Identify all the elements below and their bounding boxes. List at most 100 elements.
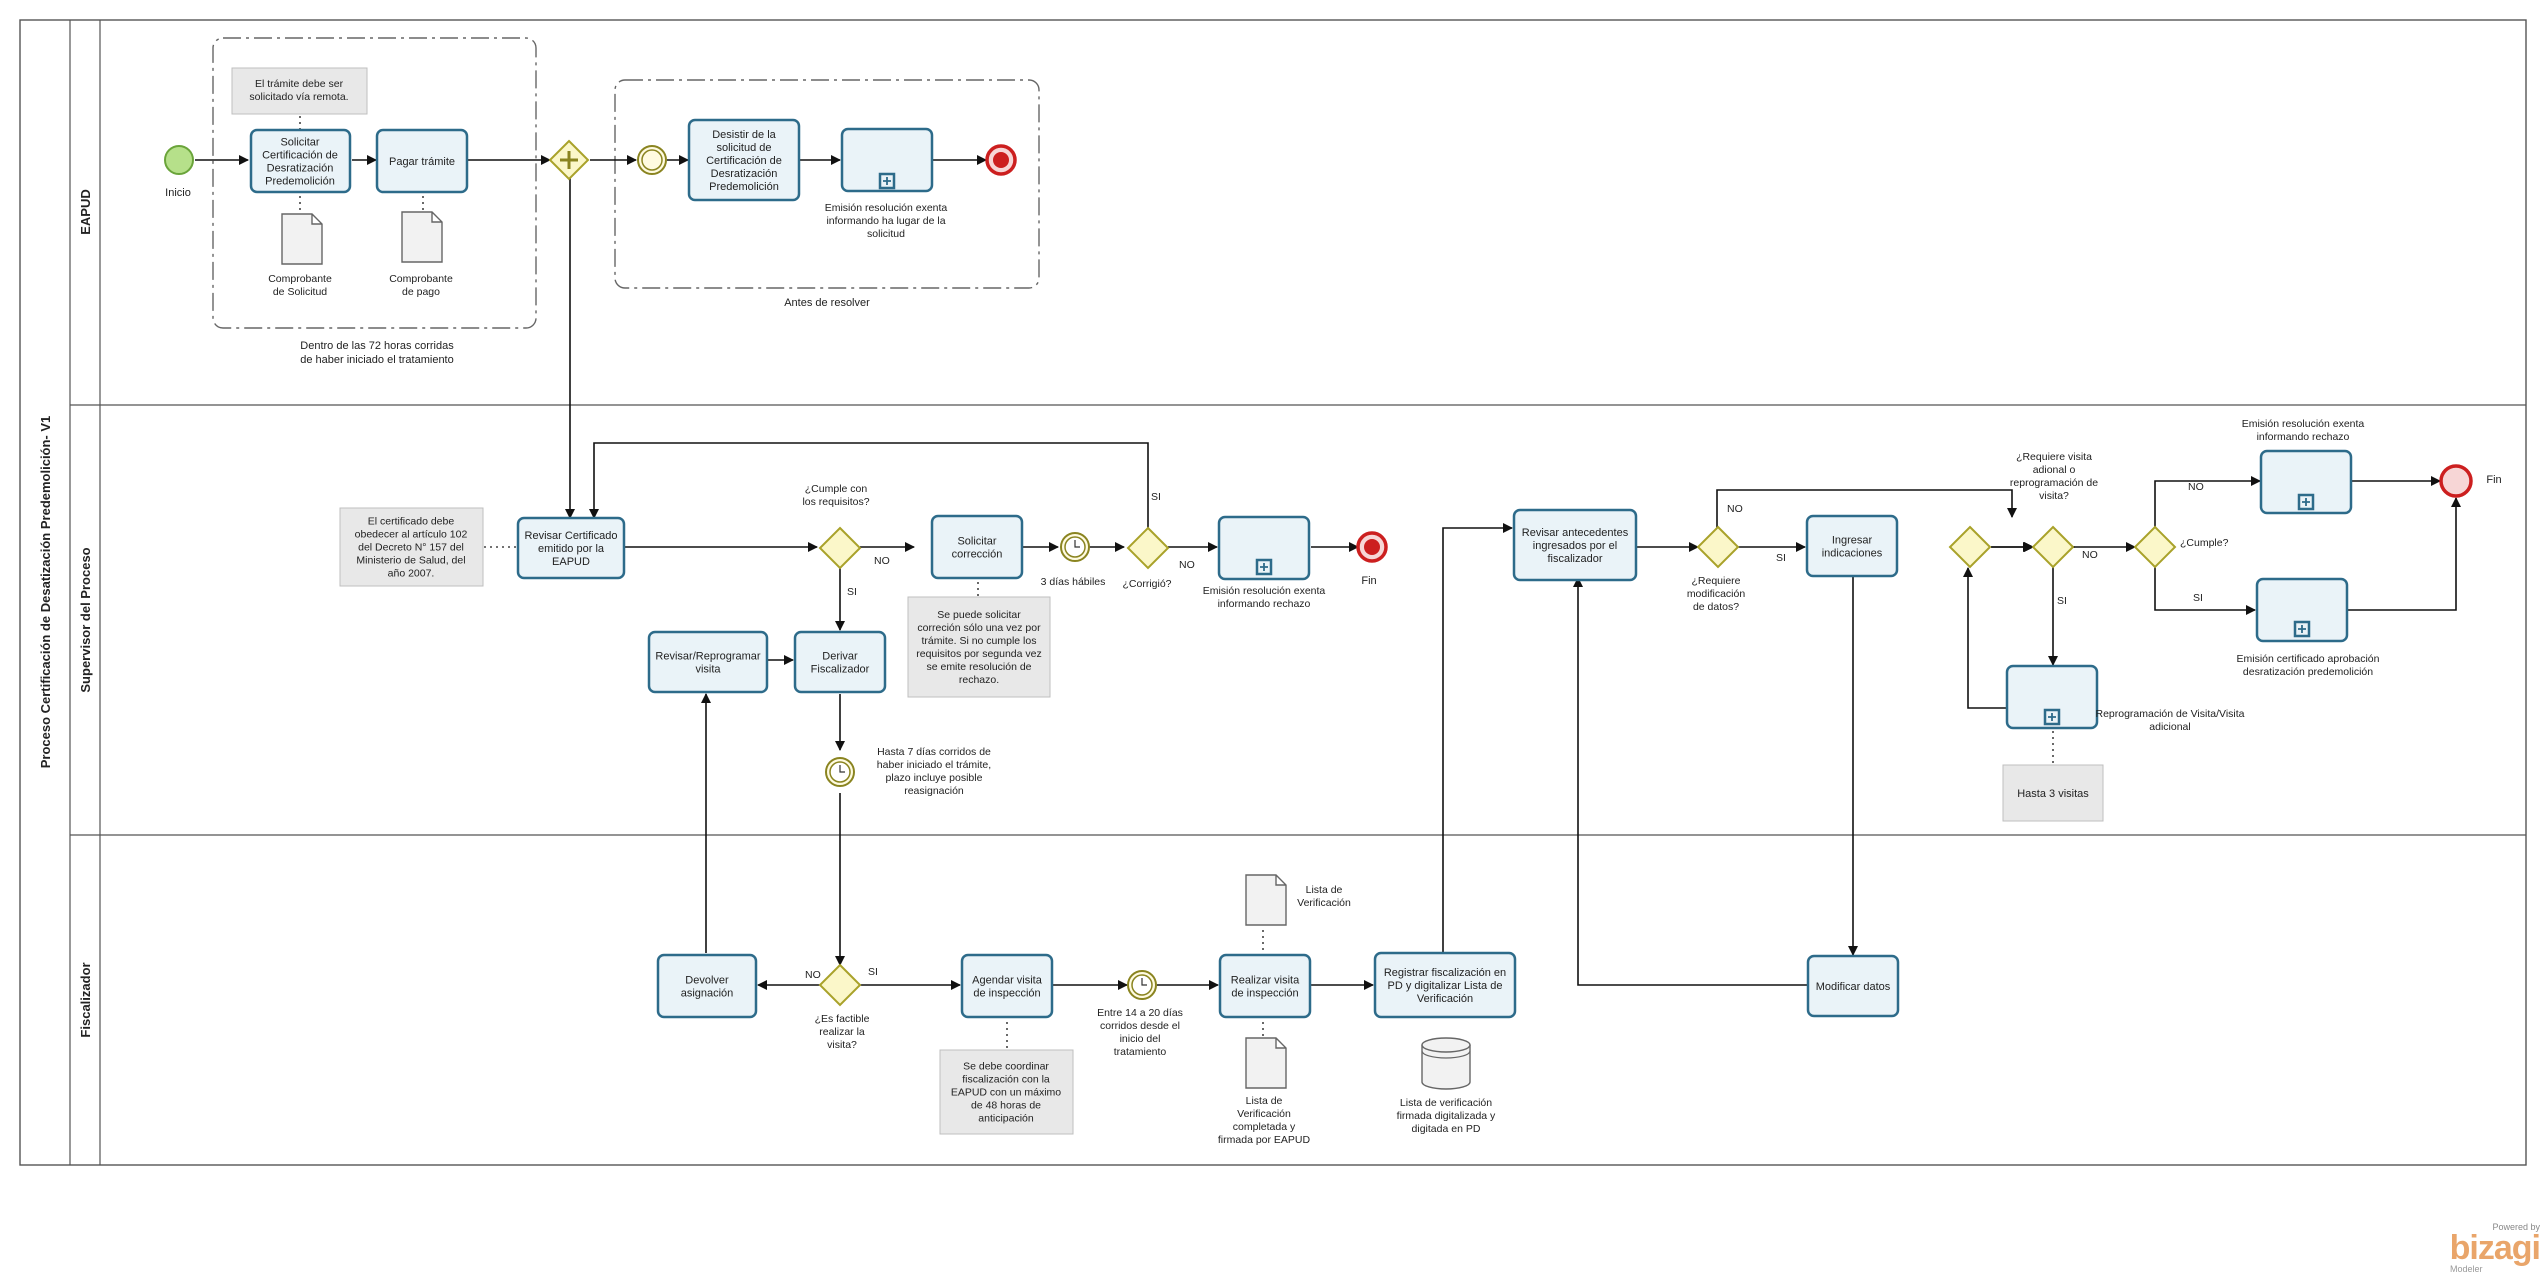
- text-line: del Decreto N° 157 del: [358, 542, 464, 554]
- end-event-fin-2: [2439, 464, 2473, 498]
- text-line: obedecer al artículo 102: [355, 529, 468, 541]
- text-line: Verificación: [1417, 993, 1473, 1005]
- associations: [299, 116, 2054, 1050]
- text-line: tratamiento: [1114, 1046, 1167, 1058]
- text-line: fiscalización con la: [962, 1074, 1050, 1086]
- label-corrigio: ¿Corrigió?: [1122, 578, 1171, 590]
- text-line: Solicitar: [280, 136, 319, 148]
- text-line: ingresados por el: [1533, 540, 1617, 552]
- text-line: solicitado vía remota.: [249, 91, 348, 103]
- text-line: Lista de: [1246, 1095, 1283, 1107]
- text-line: Certificación de: [262, 149, 338, 161]
- text-line: asignación: [681, 987, 734, 999]
- subprocess-emision-rechazo-1[interactable]: [1217, 515, 1311, 581]
- text-line: Desistir de la: [712, 129, 776, 141]
- text-line: Solicitar: [957, 535, 996, 547]
- text-line: Agendar visita: [972, 974, 1043, 986]
- text-line: Verificación: [1297, 897, 1351, 909]
- text-line: Entre 14 a 20 días: [1097, 1007, 1183, 1019]
- text-line: Dentro de las 72 horas corridas: [300, 340, 454, 352]
- subprocess-emision-certificado[interactable]: [2255, 577, 2349, 643]
- intermediate-event: [637, 145, 667, 175]
- text-line: firmada por EAPUD: [1218, 1134, 1311, 1146]
- subprocess-emision-ha-lugar[interactable]: [840, 127, 934, 193]
- text-line: solicitud de: [716, 142, 771, 154]
- text-line: de inspección: [973, 987, 1040, 999]
- text-line: PD y digitalizar Lista de: [1388, 980, 1503, 992]
- subprocess-emision-rechazo-2[interactable]: [2259, 449, 2353, 515]
- text-line: Modificar datos: [1816, 981, 1891, 993]
- lane-supervisor: Supervisor del Proceso: [78, 547, 93, 692]
- task-pagar-tramite[interactable]: Pagar trámite: [375, 128, 469, 194]
- text-line: Fiscalizador: [811, 663, 870, 675]
- label-inicio: Inicio: [165, 187, 191, 199]
- text-line: Verificación: [1237, 1108, 1291, 1120]
- powered-by-text: Powered by: [2492, 1222, 2540, 1232]
- text-line: Se puede solicitar: [937, 609, 1021, 621]
- label-3-dias: 3 días hábiles: [1041, 576, 1106, 588]
- text-line: Desratización: [267, 162, 334, 174]
- text-line: Hasta 7 días corridos de: [877, 746, 991, 758]
- bizagi-logo: Powered by bizagi Modeler: [2430, 1222, 2541, 1274]
- text-line: desratización predemolición: [2243, 666, 2373, 678]
- text-line: visita: [695, 663, 721, 675]
- label-no-corrigio: NO: [1179, 559, 1195, 571]
- sequence-flows: [195, 155, 2075, 990]
- label-no-visita: NO: [2082, 549, 2098, 561]
- text-line: modificación: [1687, 588, 1746, 600]
- document-comprobante-pago: [401, 211, 443, 263]
- bizagi-brand: bizagi: [2449, 1229, 2541, 1267]
- modeler-text: Modeler: [2450, 1264, 2483, 1274]
- label-si-cumple-req: SI: [847, 586, 857, 598]
- pool: Proceso Certificación de Desatización Pr…: [19, 19, 2527, 1166]
- text-line: rechazo.: [959, 674, 999, 686]
- text-line: plazo incluye posible: [886, 772, 983, 784]
- text-line: fiscalizador: [1547, 553, 1602, 565]
- gateway-requiere-modificacion: [1696, 525, 1740, 569]
- text-line: Predemolición: [265, 175, 335, 187]
- text-line: ¿Requiere: [1691, 575, 1740, 587]
- text-line: Revisar antecedentes: [1522, 527, 1629, 539]
- text-line: Desratización: [711, 168, 778, 180]
- text-line: solicitud: [867, 228, 905, 240]
- subprocess-reprogramacion-visita[interactable]: [2005, 664, 2099, 730]
- text-line: los requisitos?: [802, 496, 869, 508]
- text-line: Reprogramación de Visita/Visita: [2095, 708, 2244, 720]
- text-line: requisitos por segunda vez: [916, 648, 1042, 660]
- label-si-cumple: SI: [2193, 592, 2203, 604]
- text-line: Ingresar: [1832, 534, 1873, 546]
- text-line: corridos desde el: [1100, 1020, 1180, 1032]
- task-modificar-datos[interactable]: Modificar datos: [1806, 954, 1900, 1018]
- label-si-visita: SI: [2057, 595, 2067, 607]
- text-line: Revisar Certificado: [525, 530, 618, 542]
- text-line: Emisión resolución exenta: [1203, 585, 1326, 597]
- text-line: EAPUD con un máximo: [951, 1087, 1061, 1099]
- text-line: Derivar: [822, 650, 858, 662]
- label-si-factible: SI: [868, 966, 878, 978]
- text-line: correción sólo una vez por: [917, 622, 1041, 634]
- gateway-merge: [1948, 525, 1992, 569]
